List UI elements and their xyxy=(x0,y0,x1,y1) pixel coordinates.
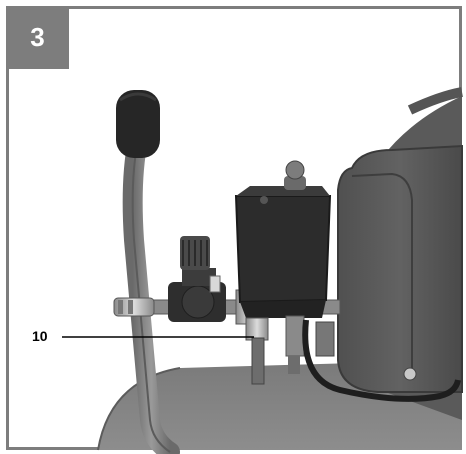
motor-housing xyxy=(337,87,463,420)
outlet-valve-icon xyxy=(245,315,305,385)
handle-grip xyxy=(116,90,160,158)
quick-coupling-icon xyxy=(113,297,155,317)
pressure-regulator-icon xyxy=(168,236,226,322)
callout-label-10: 10 xyxy=(32,328,48,344)
pressure-switch-icon xyxy=(234,160,332,318)
figure-number: 3 xyxy=(6,6,69,69)
air-hose xyxy=(302,319,461,402)
carry-handle xyxy=(116,90,180,454)
